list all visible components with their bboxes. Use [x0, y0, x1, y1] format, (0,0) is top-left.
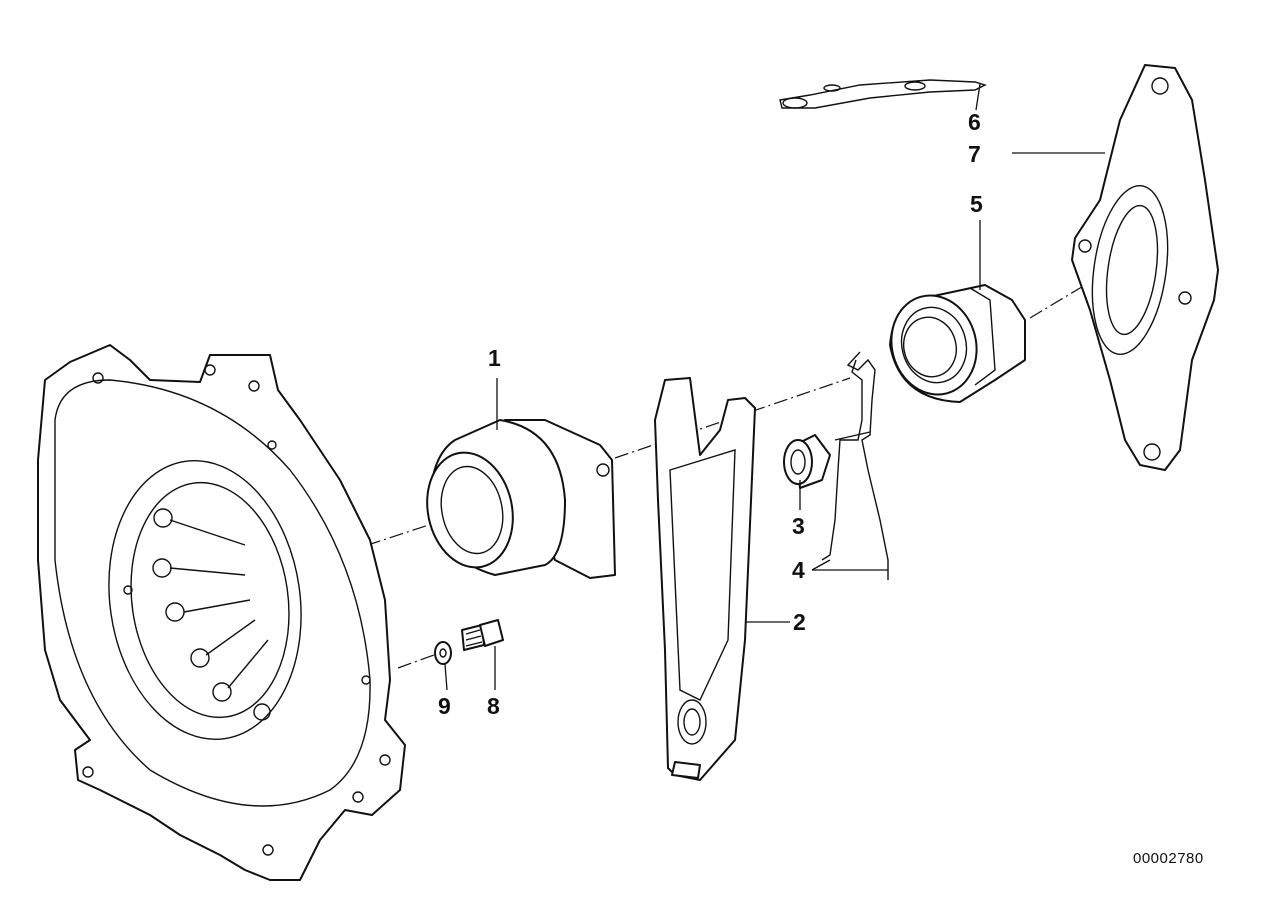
callout-9: 9 — [438, 693, 451, 719]
callout-8: 8 — [487, 693, 500, 719]
callout-7: 7 — [968, 141, 981, 167]
part-7-cover-plate — [1071, 64, 1219, 471]
clutch-pressure-plate — [37, 344, 406, 881]
part-6-spring-clip — [779, 79, 987, 109]
callout-1: 1 — [488, 345, 501, 371]
callout-5: 5 — [970, 191, 983, 217]
document-number: 00002780 — [1133, 850, 1204, 867]
callout-2: 2 — [793, 609, 806, 635]
callout-6: 6 — [968, 109, 981, 135]
part-8-bolt — [461, 619, 504, 651]
part-1-release-bearing — [426, 419, 616, 579]
callout-3: 3 — [792, 513, 805, 539]
part-5-guide-sleeve — [889, 284, 1026, 403]
part-9-washer — [434, 641, 452, 665]
part-4-retaining-spring — [821, 351, 889, 580]
part-2-release-fork — [654, 377, 756, 781]
leader-lines — [444, 83, 1105, 691]
callout-4: 4 — [792, 557, 805, 583]
part-3-bushing — [783, 434, 831, 489]
